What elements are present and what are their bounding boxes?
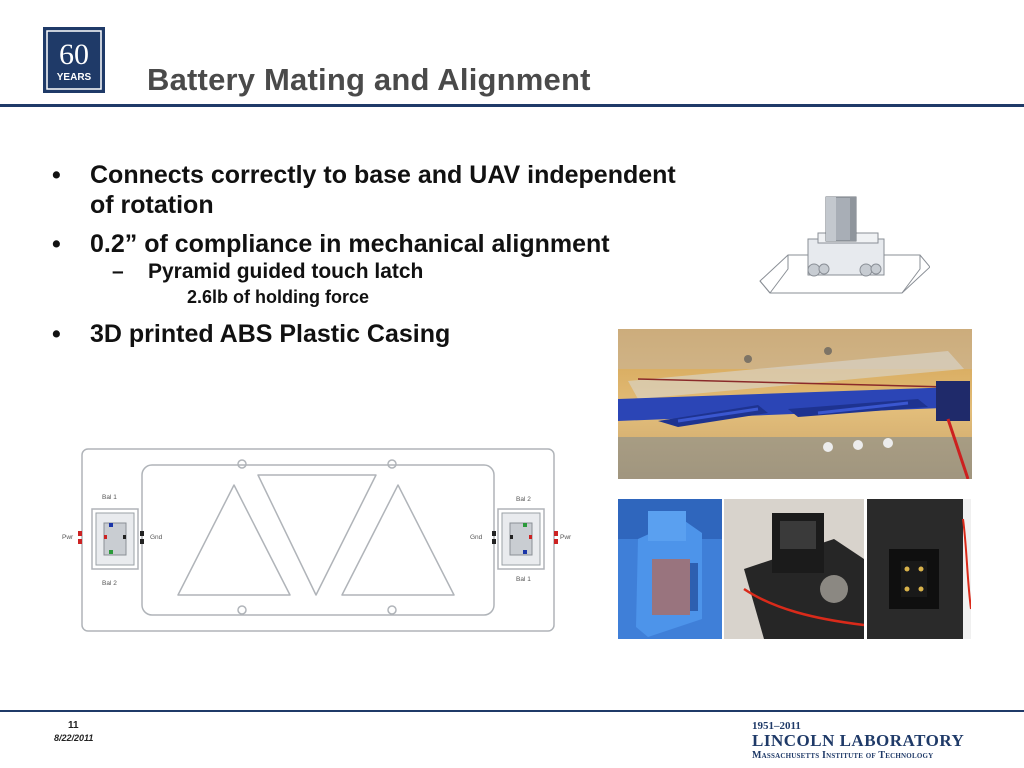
right-bal-top-label: Bal 2 <box>516 496 531 503</box>
footer-institute: Massachusetts Institute of Technology <box>752 750 934 761</box>
bullet-dot: • <box>52 230 61 258</box>
board-schematic: Pwr Gnd Bal 1 Bal 2 Pwr Gnd Bal 2 Bal 1 <box>62 448 572 632</box>
page-number: 11 <box>68 720 79 731</box>
bullet-item: • 0.2” of compliance in mechanical align… <box>52 229 692 259</box>
sub-sub-bullet-text: 2.6lb of holding force <box>187 287 370 307</box>
sixty-years-logo: 60 YEARS <box>43 27 105 93</box>
right-pwr-label: Pwr <box>560 534 572 541</box>
bullet-dot: • <box>52 161 61 189</box>
blue-connector-photo <box>618 499 722 639</box>
bullet-text: Connects correctly to base and UAV indep… <box>90 161 676 219</box>
cad-render-image <box>759 196 930 294</box>
title-rule <box>0 104 1024 107</box>
left-bal-top-label: Bal 1 <box>102 494 117 501</box>
bullet-list: • Connects correctly to base and UAV ind… <box>52 160 692 358</box>
left-bal-bottom-label: Bal 2 <box>102 580 117 587</box>
bullet-dash: – <box>112 260 124 283</box>
footer-lab-name: LINCOLN LABORATORY <box>752 731 965 750</box>
footer-years: 1951–2011 <box>752 720 801 732</box>
sub-bullet-text: Pyramid guided touch latch <box>148 260 424 283</box>
connector-pins-photo <box>867 499 971 639</box>
sub-bullet-item: – Pyramid guided touch latch <box>52 259 692 285</box>
logo-label: YEARS <box>57 72 92 83</box>
battery-mount-photo <box>618 329 972 479</box>
black-connector-photo <box>724 499 864 639</box>
right-bal-bottom-label: Bal 1 <box>516 576 531 583</box>
bullet-dot: • <box>52 320 61 348</box>
bullet-text: 0.2” of compliance in mechanical alignme… <box>90 230 610 258</box>
left-pwr-label: Pwr <box>62 534 74 541</box>
bullet-item: • 3D printed ABS Plastic Casing <box>52 319 692 349</box>
page-title: Battery Mating and Alignment <box>147 62 591 97</box>
bullet-text: 3D printed ABS Plastic Casing <box>90 320 451 348</box>
footer-date: 8/22/2011 <box>54 733 94 743</box>
logo-number: 60 <box>59 38 89 71</box>
left-gnd-label: Gnd <box>150 534 163 541</box>
right-gnd-label: Gnd <box>470 534 483 541</box>
footer-rule <box>0 710 1024 712</box>
bullet-item: • Connects correctly to base and UAV ind… <box>52 160 692 220</box>
